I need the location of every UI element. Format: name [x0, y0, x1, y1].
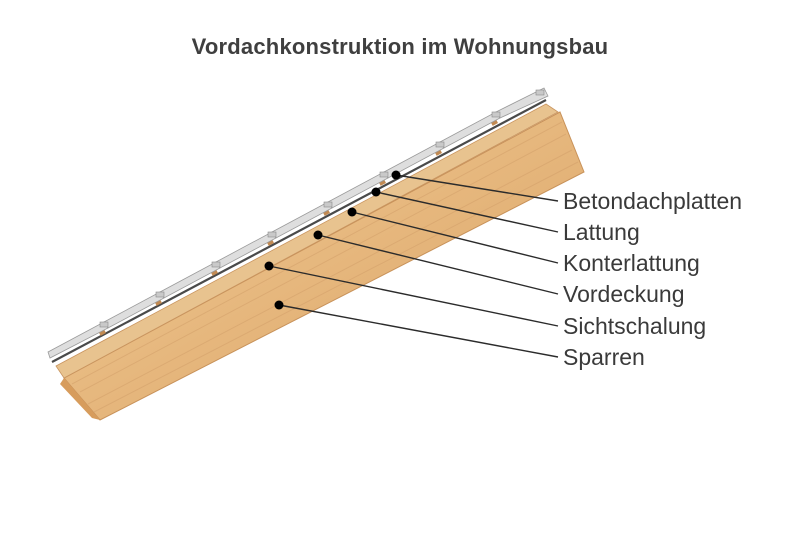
leader-lattung: [375, 191, 559, 233]
leader-vordeckung: [317, 234, 559, 295]
page-title: Vordachkonstruktion im Wohnungsbau: [191, 34, 609, 59]
label-betondachplatten: Betondachplatten: [563, 188, 743, 214]
leader-lines: [268, 174, 559, 358]
leader-konterlattung: [351, 211, 559, 264]
dot-sparren: [274, 300, 284, 310]
leader-betondachplatten: [395, 174, 559, 202]
dot-vordeckung: [313, 230, 323, 240]
label-sichtschalung: Sichtschalung: [563, 313, 707, 339]
dot-betondachplatten: [391, 170, 401, 180]
leader-sichtschalung: [268, 265, 559, 327]
label-lattung: Lattung: [563, 219, 640, 245]
wood-grain: [71, 121, 579, 413]
label-konterlattung: Konterlattung: [563, 250, 700, 276]
label-sparren: Sparren: [563, 344, 645, 370]
dot-sichtschalung: [264, 261, 274, 271]
rafter-end: [60, 378, 100, 420]
leader-dots: [264, 170, 401, 310]
rafter: [63, 111, 585, 421]
label-vordeckung: Vordeckung: [563, 281, 685, 307]
tile-clips: [99, 89, 545, 328]
dot-lattung: [371, 187, 381, 197]
underlay: [51, 99, 547, 363]
dot-konterlattung: [347, 207, 357, 217]
sheathing: [55, 103, 559, 379]
leader-sparren: [278, 304, 559, 358]
